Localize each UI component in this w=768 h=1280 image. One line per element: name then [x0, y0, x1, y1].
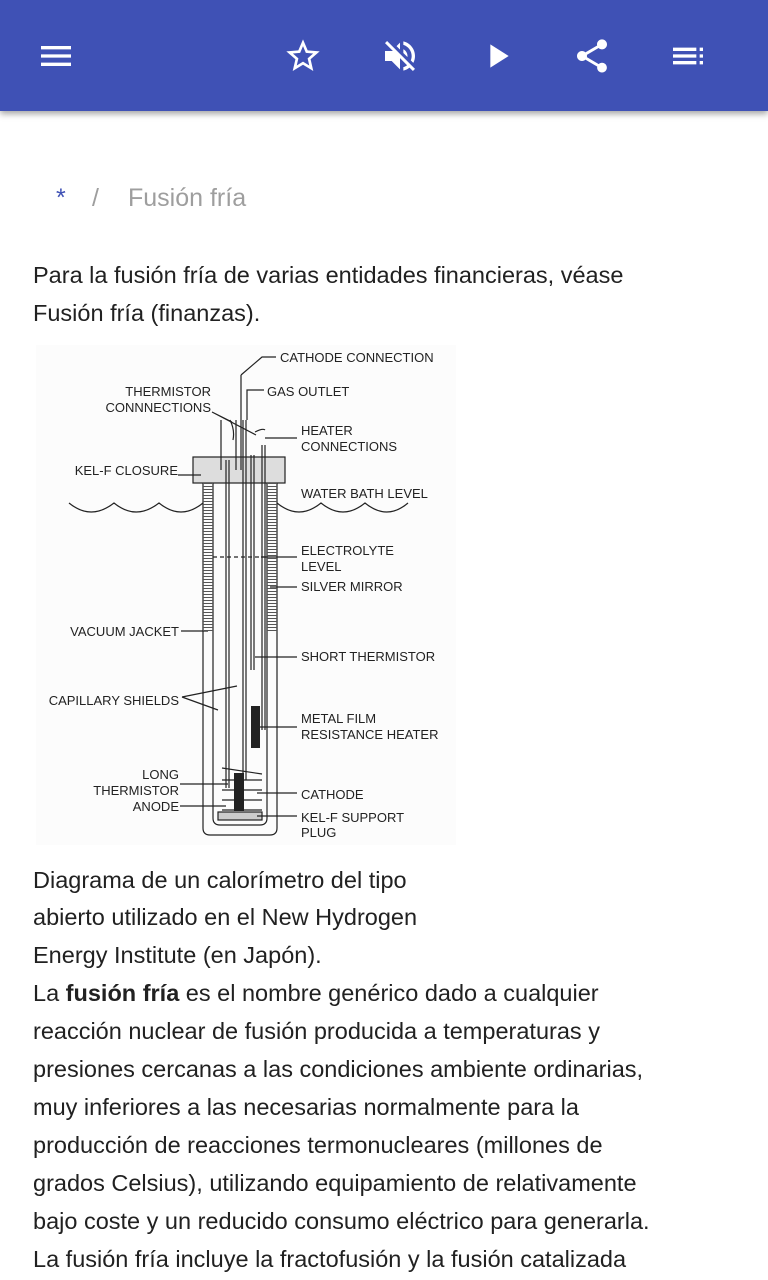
label-gas-outlet: GAS OUTLET [267, 384, 349, 399]
diagram-hatch [203, 483, 277, 811]
label-kelf-closure: KEL-F CLOSURE [75, 463, 179, 478]
body-bold-term: fusión fría [65, 980, 180, 1006]
label-thermistor-connections-2: CONNNECTIONS [106, 400, 212, 415]
caption-line: Energy Institute (en Japón). [33, 942, 322, 968]
label-heater-connections: HEATER [301, 423, 353, 438]
label-long-thermistor: LONG [142, 767, 179, 782]
label-water-bath-level: WATER BATH LEVEL [301, 486, 428, 501]
body-line: producción de reacciones termonucleares … [33, 1132, 603, 1158]
label-electrolyte-level: ELECTROLYTE [301, 543, 394, 558]
body-line: reacción nuclear de fusión producida a t… [33, 1018, 600, 1044]
breadcrumb-home-link[interactable]: * [56, 184, 66, 212]
play-icon[interactable] [473, 32, 521, 80]
body-text: es el nombre genérico dado a cualquier [179, 980, 599, 1006]
label-vacuum-jacket: VACUUM JACKET [70, 624, 179, 639]
calorimeter-diagram: CATHODE CONNECTION THERMISTOR CONNNECTIO… [36, 345, 456, 845]
label-thermistor-connections: THERMISTOR [125, 384, 211, 399]
star-icon[interactable] [279, 32, 327, 80]
label-electrolyte-level-2: LEVEL [301, 559, 341, 574]
label-metal-film: METAL FILM [301, 711, 376, 726]
breadcrumb-separator: / [92, 184, 99, 212]
body-line: muy inferiores a las necesarias normalme… [33, 1094, 579, 1120]
body-line: presiones cercanas a las condiciones amb… [33, 1056, 644, 1082]
caption-line: abierto utilizado en el New Hydrogen [33, 904, 418, 930]
label-metal-film-2: RESISTANCE HEATER [301, 727, 438, 742]
body-line: grados Celsius), utilizando equipamiento… [33, 1170, 637, 1196]
hatnote-link[interactable]: Fusión fría (finanzas). [33, 300, 261, 326]
body-text: La [33, 980, 66, 1006]
volume-off-icon[interactable] [376, 32, 424, 80]
label-kelf-support-plug-2: PLUG [301, 825, 336, 840]
label-long-thermistor-2: THERMISTOR [93, 783, 179, 798]
caption-line: Diagrama de un calorímetro del tipo [33, 867, 407, 893]
label-short-thermistor: SHORT THERMISTOR [301, 649, 435, 664]
body-line: bajo coste y un reducido consumo eléctri… [33, 1208, 650, 1234]
body-line: La fusión fría incluye la fractofusión y… [33, 1246, 627, 1272]
menu-icon[interactable] [32, 32, 80, 80]
share-icon[interactable] [568, 32, 616, 80]
label-silver-mirror: SILVER MIRROR [301, 579, 403, 594]
label-heater-connections-2: CONNECTIONS [301, 439, 397, 454]
playlist-icon[interactable] [664, 32, 712, 80]
hatnote-line: Para la fusión fría de varias entidades … [33, 262, 624, 288]
label-capillary-shields: CAPILLARY SHIELDS [49, 693, 180, 708]
app-toolbar [0, 0, 768, 111]
diagram-drawing [68, 356, 409, 836]
body-line: La fusión fría es el nombre genérico dad… [33, 974, 599, 1012]
breadcrumb-current: Fusión fría [128, 184, 247, 212]
label-anode: ANODE [133, 799, 180, 814]
label-cathode: CATHODE [301, 787, 364, 802]
label-kelf-support-plug: KEL-F SUPPORT [301, 810, 404, 825]
label-cathode-connection: CATHODE CONNECTION [280, 350, 434, 365]
